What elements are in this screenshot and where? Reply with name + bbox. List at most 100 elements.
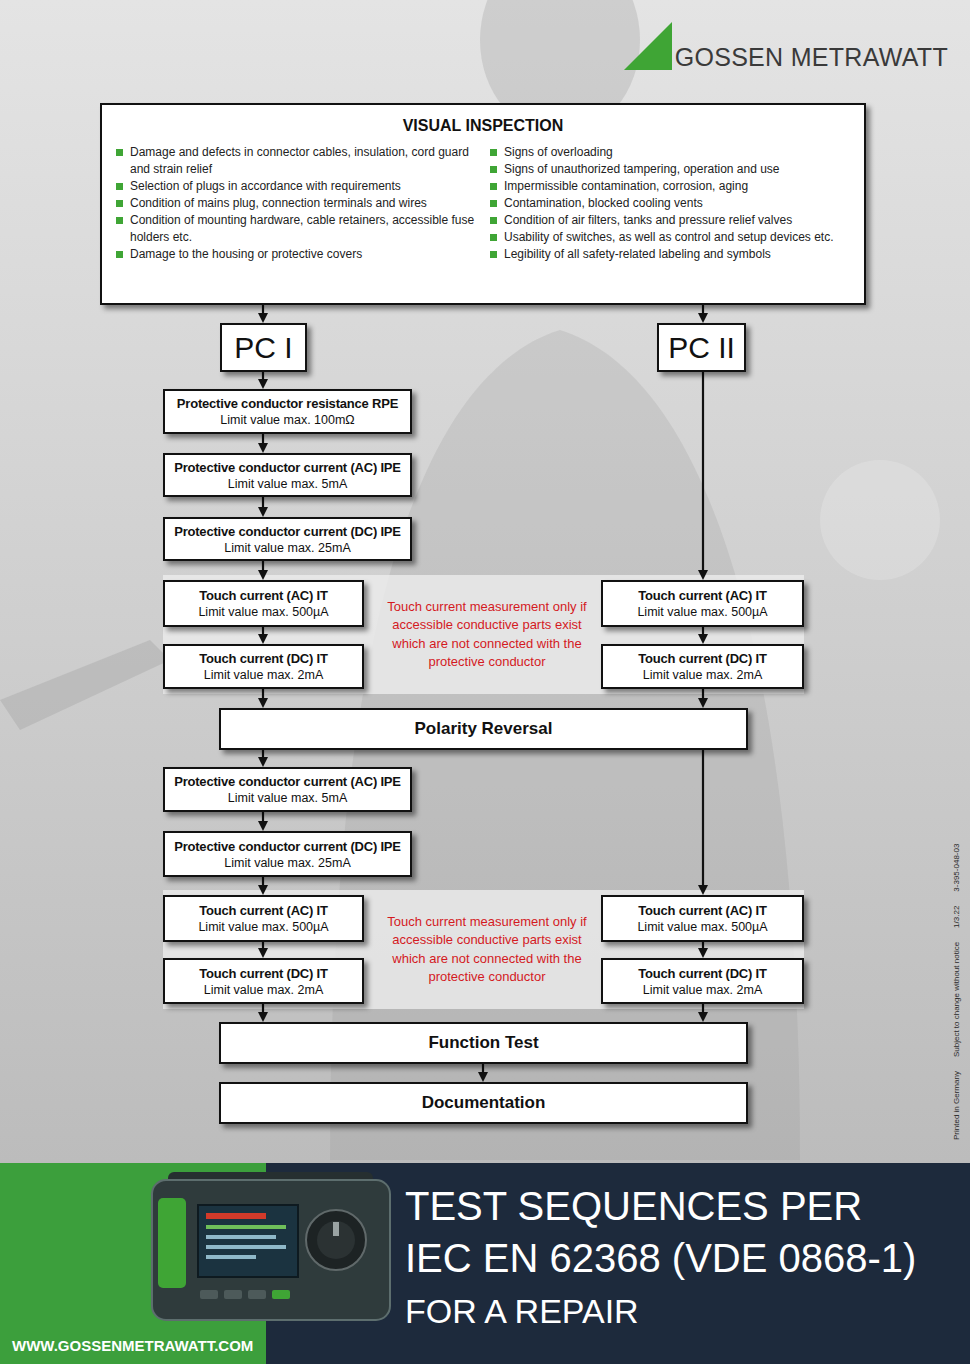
box-heading: Touch current (AC) IT — [199, 587, 327, 604]
test-step-box: Touch current (AC) ITLimit value max. 50… — [163, 580, 364, 627]
box-heading: PC II — [668, 331, 735, 365]
device-button — [272, 1290, 290, 1299]
test-step-box: Touch current (AC) ITLimit value max. 50… — [163, 895, 364, 942]
class-box: PC II — [657, 323, 746, 372]
test-step-box: Touch current (DC) ITLimit value max. 2m… — [163, 644, 364, 689]
flow-arrow — [702, 750, 704, 887]
bullet-item: Usability of switches, as well as contro… — [490, 229, 850, 246]
flow-arrow — [262, 750, 264, 759]
limit-value: Limit value max. 500µA — [198, 604, 328, 620]
test-step-box: Protective conductor current (AC) IPELim… — [163, 453, 412, 497]
step-bar: Polarity Reversal — [219, 708, 748, 750]
scope-note: Touch current measurement only if access… — [382, 913, 592, 987]
step-bar: Function Test — [219, 1022, 748, 1064]
photo-ground — [0, 0, 970, 1163]
limit-value: Limit value max. 5mA — [228, 790, 347, 806]
box-heading: Touch current (AC) IT — [199, 902, 327, 919]
bullet-column: Damage and defects in connector cables, … — [116, 144, 476, 263]
test-step-box: Touch current (DC) ITLimit value max. 2m… — [601, 958, 804, 1004]
box-heading: VISUAL INSPECTION — [116, 117, 850, 135]
flow-arrow — [262, 561, 264, 572]
device-button — [224, 1290, 242, 1299]
limit-value: Limit value max. 2mA — [204, 982, 323, 998]
print-info: Subject to change without notice — [951, 942, 962, 1057]
note-band — [163, 890, 804, 1009]
bullet-item: Signs of unauthorized tampering, operati… — [490, 161, 850, 178]
device-button — [248, 1290, 266, 1299]
bullet-item: Condition of mounting hardware, cable re… — [116, 212, 476, 246]
website-url: WWW.GOSSENMETRAWATT.COM — [12, 1337, 253, 1355]
flow-arrow — [262, 627, 264, 636]
probe-shape — [0, 640, 170, 730]
limit-value: Limit value max. 500µA — [637, 919, 767, 935]
bullet-item: Condition of mains plug, connection term… — [116, 195, 476, 212]
note-band — [163, 575, 804, 694]
subtitle: FOR A REPAIR — [405, 1292, 950, 1331]
footer-heading: TEST SEQUENCES PER IEC EN 62368 (VDE 086… — [405, 1180, 950, 1331]
flow-arrow — [262, 1004, 264, 1014]
diagram-title: TEST SEQUENCES PER IEC EN 62368 (VDE 086… — [405, 1180, 950, 1284]
device-body — [152, 1180, 390, 1320]
device-button — [200, 1290, 218, 1299]
screen-bar — [206, 1255, 256, 1259]
print-info: 3-395-048-03 — [951, 844, 962, 892]
test-step-box: Touch current (DC) ITLimit value max. 2m… — [601, 644, 804, 689]
box-heading: Protective conductor current (AC) IPE — [174, 773, 401, 790]
print-info: Printed in Germany — [951, 1071, 962, 1140]
flow-arrow — [262, 497, 264, 509]
logo-triangle — [624, 22, 672, 70]
screen-bar — [206, 1235, 276, 1239]
knob-mark — [333, 1222, 339, 1236]
device-knob — [317, 1221, 355, 1259]
flow-arrow — [702, 627, 704, 636]
limit-value: Limit value max. 25mA — [224, 855, 350, 871]
flow-arrow — [702, 305, 704, 315]
box-heading: Touch current (AC) IT — [638, 587, 766, 604]
inspection-box: VISUAL INSPECTION Damage and defects in c… — [100, 103, 866, 305]
test-step-box: Protective conductor resistance RPELimit… — [163, 389, 412, 434]
class-box: PC I — [220, 323, 307, 372]
test-step-box: Touch current (AC) ITLimit value max. 50… — [601, 580, 804, 627]
box-heading: Touch current (DC) IT — [638, 650, 766, 667]
box-heading: PC I — [234, 331, 292, 365]
bullet-item: Selection of plugs in accordance with re… — [116, 178, 476, 195]
limit-value: Limit value max. 500µA — [637, 604, 767, 620]
flow-arrow — [702, 372, 704, 572]
test-step-box: Protective conductor current (AC) IPELim… — [163, 767, 412, 812]
flow-arrow — [262, 689, 264, 700]
box-heading: Polarity Reversal — [415, 718, 553, 740]
box-heading: Protective conductor current (DC) IPE — [174, 838, 401, 855]
tester-device — [152, 1172, 390, 1320]
bullet-column: Signs of overloadingSigns of unauthorize… — [490, 144, 850, 263]
box-heading: Touch current (DC) IT — [199, 965, 327, 982]
step-bar: Documentation — [219, 1082, 748, 1124]
print-info-strip: Printed in Germany Subject to change with… — [951, 780, 962, 1140]
flow-arrow — [262, 372, 264, 381]
scope-note: Touch current measurement only if access… — [382, 598, 592, 672]
bullet-item: Signs of overloading — [490, 144, 850, 161]
bullet-item: Impermissible contamination, corrosion, … — [490, 178, 850, 195]
bullet-item: Damage to the housing or protective cove… — [116, 246, 476, 263]
limit-value: Limit value max. 5mA — [228, 476, 347, 492]
flow-arrow — [262, 877, 264, 887]
flow-arrow — [262, 812, 264, 823]
device-knob — [306, 1210, 366, 1270]
test-step-box: Protective conductor current (DC) IPELim… — [163, 831, 412, 877]
flow-arrow — [262, 434, 264, 445]
bullet-item: Damage and defects in connector cables, … — [116, 144, 476, 178]
flow-arrow — [702, 1004, 704, 1014]
bullet-item: Legibility of all safety-related labelin… — [490, 246, 850, 263]
print-info: 1/3.22 — [951, 906, 962, 928]
screen-bar — [206, 1245, 286, 1249]
box-heading: Touch current (DC) IT — [199, 650, 327, 667]
bullet-item: Contamination, blocked cooling vents — [490, 195, 850, 212]
test-step-box: Protective conductor current (DC) IPELim… — [163, 517, 412, 561]
light-flare — [820, 460, 940, 580]
flow-arrow — [262, 942, 264, 950]
limit-value: Limit value max. 500µA — [198, 919, 328, 935]
device-screen — [198, 1205, 298, 1277]
limit-value: Limit value max. 25mA — [224, 540, 350, 556]
box-heading: Function Test — [428, 1032, 538, 1054]
limit-value: Limit value max. 100mΩ — [220, 412, 354, 428]
limit-value: Limit value max. 2mA — [204, 667, 323, 683]
